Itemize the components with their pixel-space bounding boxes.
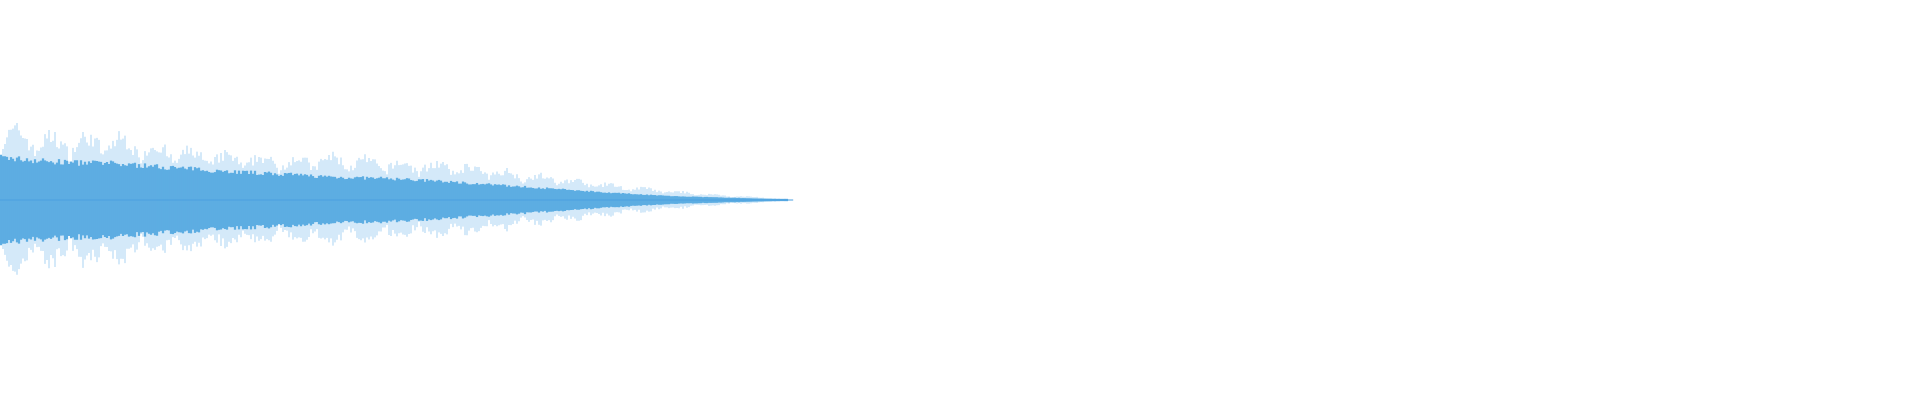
waveform-rms — [0, 154, 789, 246]
